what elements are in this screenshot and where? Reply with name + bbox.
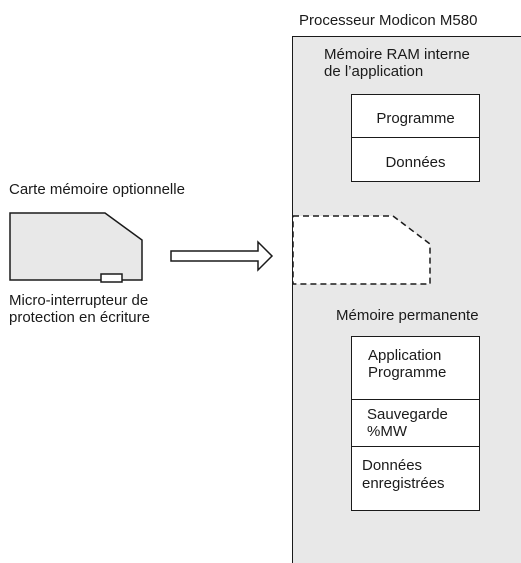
switch-label-line2: protection en écriture	[9, 309, 150, 326]
ram-title-line1: Mémoire RAM interne	[324, 46, 470, 63]
memory-card-title: Carte mémoire optionnelle	[9, 181, 185, 198]
ram-box: Programme Données	[351, 94, 480, 182]
ram-box-divider	[352, 137, 479, 138]
permanent-item-application-line1: Application	[368, 347, 442, 364]
permanent-item-donnees-line1: Données	[362, 457, 423, 474]
permanent-title: Mémoire permanente	[336, 307, 479, 324]
permanent-item-donnees-line2: enregistrées	[362, 475, 445, 492]
ram-item-programme: Programme	[376, 110, 455, 127]
processor-title: Processeur Modicon M580	[299, 12, 478, 29]
permanent-item-sauvegarde-line2: %MW	[367, 423, 407, 440]
permanent-item-sauvegarde-line1: Sauvegarde	[367, 406, 448, 423]
ram-title-line2: de l’application	[324, 63, 424, 80]
permanent-box-divider-2	[352, 446, 479, 447]
permanent-box-divider-1	[352, 399, 479, 400]
write-protect-switch-icon	[100, 273, 123, 283]
permanent-item-application-line2: Programme	[368, 364, 447, 381]
ram-item-donnees: Données	[385, 154, 446, 171]
switch-label-line1: Micro-interrupteur de	[9, 292, 149, 309]
permanent-box: Application Programme Sauvegarde %MW Don…	[351, 336, 480, 511]
